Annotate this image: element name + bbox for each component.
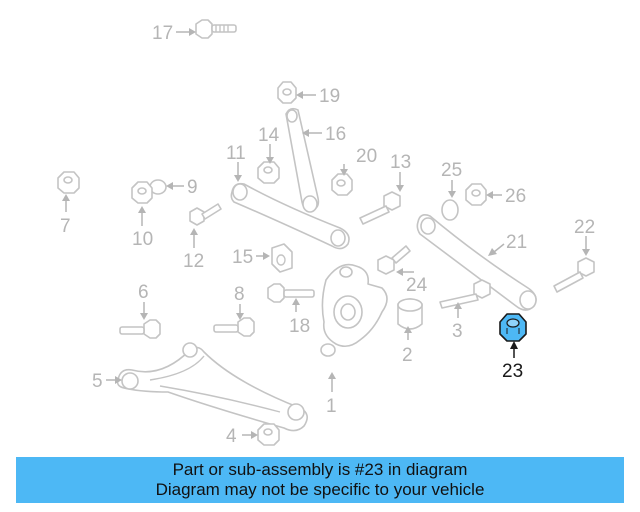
callout-15: 15: [232, 247, 253, 268]
part-26-nut: [465, 183, 487, 206]
banner-line-part: Part or sub-assembly is #23 in diagram: [172, 460, 468, 479]
callout-22: 22: [574, 217, 595, 238]
part-20-nut: [331, 173, 353, 196]
callout-4: 4: [226, 426, 237, 447]
callout-11: 11: [226, 143, 246, 164]
banner-line-disclaimer: Diagram may not be specific to your vehi…: [155, 480, 485, 499]
part-15-bushing: [271, 243, 293, 273]
part-1-knuckle: [320, 263, 388, 357]
callout-25: 25: [441, 160, 462, 181]
part-5-arm: [116, 342, 308, 432]
part-18-bolt: [267, 283, 315, 303]
part-22-bolt: [553, 257, 595, 293]
callout-21: 21: [506, 232, 527, 253]
parts-diagram: 17 19 14 16 11 20 13 25 26 9 7 10 12 22 …: [57, 19, 595, 447]
part-16-link: [285, 107, 320, 213]
part-19-nut: [277, 81, 297, 104]
callout-7: 7: [60, 216, 71, 237]
part-24-bolt: [377, 245, 411, 275]
callout-18: 18: [289, 316, 310, 337]
callout-26: 26: [505, 186, 526, 207]
part-25-washer: [441, 199, 459, 221]
callout-2: 2: [402, 345, 413, 366]
part-7-nut: [57, 171, 80, 194]
callout-3: 3: [452, 321, 463, 342]
part-14-nut: [257, 161, 280, 184]
part-11-arm: [230, 182, 350, 250]
callout-8: 8: [234, 284, 245, 305]
callout-6: 6: [138, 282, 149, 303]
callout-9: 9: [187, 177, 198, 198]
info-banner: Part or sub-assembly is #23 in diagram D…: [16, 457, 624, 503]
part-10-nut: [131, 181, 153, 204]
part-3-bolt: [439, 279, 491, 309]
callout-13: 13: [390, 152, 411, 173]
callout-16: 16: [325, 124, 346, 145]
callout-19: 19: [319, 86, 340, 107]
callout-1: 1: [326, 396, 337, 417]
part-17-bolt: [195, 19, 237, 39]
part-12-bolt: [189, 203, 222, 226]
part-4-nut: [257, 423, 280, 446]
callout-5: 5: [92, 371, 103, 392]
callout-14: 14: [258, 125, 280, 146]
callout-20: 20: [356, 146, 377, 167]
part-21-link: [416, 214, 537, 311]
part-2-bushing: [397, 298, 423, 330]
part-8-bolt: [213, 317, 255, 337]
callout-10: 10: [132, 229, 153, 250]
part-6-bolt: [119, 319, 161, 339]
callout-17: 17: [152, 23, 173, 44]
callout-12: 12: [183, 251, 204, 272]
part-23-nut-highlighted: [499, 313, 527, 342]
callout-24: 24: [406, 275, 428, 296]
callout-23: 23: [502, 361, 523, 382]
part-13-bolt: [359, 191, 401, 225]
